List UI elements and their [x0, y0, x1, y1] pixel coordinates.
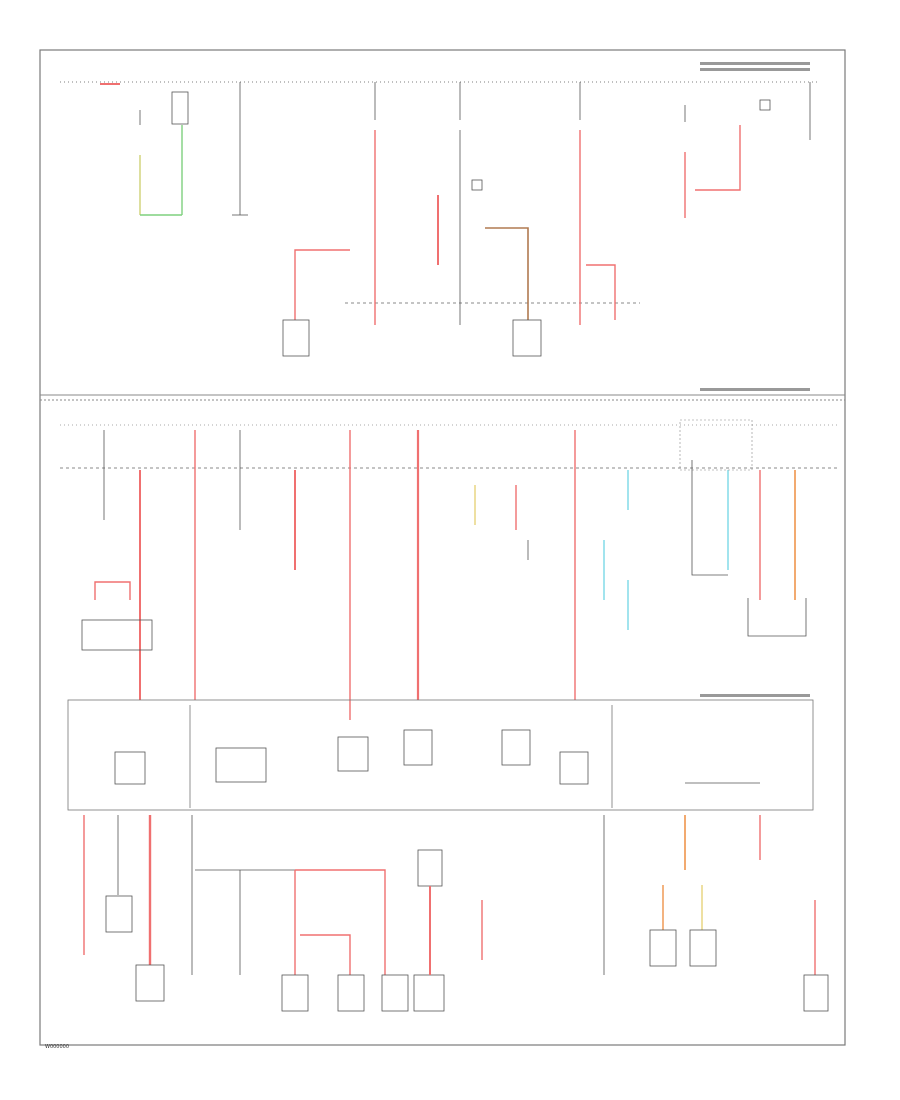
diagram-frame: [39, 49, 846, 1046]
annotation-marks: [700, 62, 810, 697]
middle-section: [60, 419, 840, 720]
bottom-section: [83, 815, 829, 1012]
lower-junction-box: [67, 699, 814, 811]
top-section: [60, 81, 820, 357]
page-code: W000000: [45, 1044, 69, 1050]
section-dividers: [40, 302, 845, 469]
